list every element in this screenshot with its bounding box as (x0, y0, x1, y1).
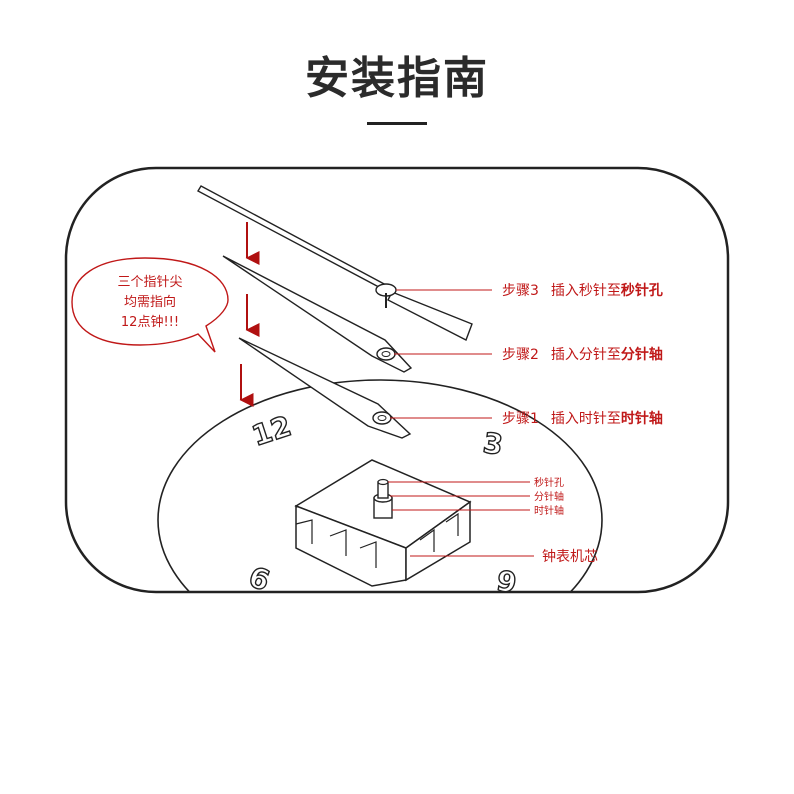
diagram-frame (64, 166, 730, 594)
second-hand (197, 185, 473, 341)
warning-bubble: 三个指针尖 均需指向 12点钟!!! (71, 257, 229, 353)
title-underline (367, 122, 427, 125)
minute-hand (222, 255, 413, 373)
svg-text:12: 12 (248, 409, 295, 452)
dial-number-3: 3 (480, 426, 505, 463)
svg-text:3: 3 (481, 426, 505, 461)
second-hole-label: 秒针孔 (534, 476, 564, 489)
dial-number-12: 12 (247, 409, 296, 454)
page-title: 安装指南 (305, 53, 489, 104)
bubble-line-3: 12点钟!!! (121, 314, 179, 330)
clock-face (157, 379, 603, 592)
hour-shaft-label: 时针轴 (534, 504, 564, 517)
movement-label: 钟表机芯 (542, 548, 598, 565)
minute-shaft-label: 分针轴 (534, 490, 564, 503)
hour-hand (238, 337, 412, 439)
clock-movement (294, 459, 472, 587)
bubble-line-2: 均需指向 (124, 294, 176, 310)
bubble-line-1: 三个指针尖 (117, 275, 182, 290)
